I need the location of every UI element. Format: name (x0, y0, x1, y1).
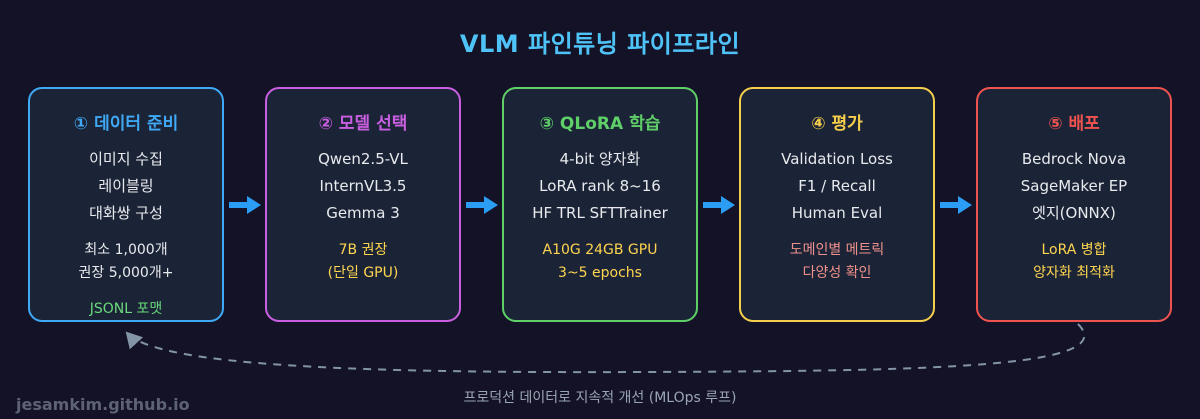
stage-main-items: Bedrock Nova SageMaker EP 엣지(ONNX) (978, 146, 1170, 227)
stage-notes: LoRA 병합 양자화 최적화 (978, 239, 1170, 285)
stage-title: ⑤ 배포 (1048, 114, 1100, 134)
stage-note: 권장 5,000개+ (78, 265, 174, 281)
stage-item: Bedrock Nova (1021, 150, 1127, 168)
watermark-text: jesamkim.github.io (16, 395, 190, 414)
stage-notes: 최소 1,000개 권장 5,000개+ (30, 239, 222, 285)
stage-main-items: 이미지 수집 레이블링 대화쌍 구성 (30, 146, 222, 227)
stage-main-items: 4-bit 양자화 LoRA rank 8~16 HF TRL SFTTrain… (504, 146, 696, 227)
stage-item: 대화쌍 구성 (89, 204, 163, 222)
stage-title: ② 모델 선택 (318, 114, 408, 134)
stage-qlora-training: ③ QLoRA 학습 4-bit 양자화 LoRA rank 8~16 HF T… (502, 87, 698, 322)
diagram-title: VLM 파인튜닝 파이프라인 (459, 30, 741, 58)
stage-note: 7B 권장 (338, 242, 388, 258)
stage-model-select: ② 모델 선택 Qwen2.5-VL InternVL3.5 Gemma 3 7… (265, 87, 461, 322)
stage-note: 도메인별 메트릭 (789, 242, 885, 258)
flow-arrow-icon (465, 195, 498, 214)
flow-arrow-icon (939, 195, 972, 214)
stage-tag: JSONL 포맷 (89, 301, 163, 317)
stage-note: 3~5 epochs (558, 265, 642, 281)
stage-main-items: Validation Loss F1 / Recall Human Eval (741, 146, 933, 227)
stage-title: ① 데이터 준비 (73, 114, 179, 134)
stage-item: InternVL3.5 (319, 177, 407, 195)
stage-item: SageMaker EP (1020, 177, 1128, 195)
stage-item: 4-bit 양자화 (559, 150, 641, 168)
stage-notes: 7B 권장 (단일 GPU) (267, 239, 459, 285)
stage-note: 최소 1,000개 (84, 242, 168, 258)
stage-note: 양자화 최적화 (1033, 265, 1115, 281)
stage-item: 이미지 수집 (89, 150, 163, 168)
stage-note: (단일 GPU) (327, 265, 399, 281)
stage-item: Gemma 3 (326, 204, 400, 222)
stage-item: Qwen2.5-VL (318, 150, 408, 168)
stage-item: F1 / Recall (798, 177, 876, 195)
stage-notes: 도메인별 메트릭 다양성 확인 (741, 239, 933, 285)
stage-note: 다양성 확인 (802, 265, 872, 281)
stage-title: ③ QLoRA 학습 (539, 114, 661, 134)
stage-data-prep: ① 데이터 준비 이미지 수집 레이블링 대화쌍 구성 최소 1,000개 권장… (28, 87, 224, 322)
stage-note: A10G 24GB GPU (542, 242, 658, 258)
flow-arrow-icon (228, 195, 261, 214)
stage-tags: JSONL 포맷 (30, 298, 222, 320)
stage-note: LoRA 병합 (1041, 242, 1107, 258)
stage-item: LoRA rank 8~16 (539, 177, 661, 195)
stage-item: HF TRL SFTTrainer (532, 204, 668, 222)
stage-item: 레이블링 (98, 177, 154, 195)
stage-main-items: Qwen2.5-VL InternVL3.5 Gemma 3 (267, 146, 459, 227)
stage-title: ④ 평가 (811, 114, 863, 134)
pipeline-row: ① 데이터 준비 이미지 수집 레이블링 대화쌍 구성 최소 1,000개 권장… (0, 87, 1200, 322)
stage-notes: A10G 24GB GPU 3~5 epochs (504, 239, 696, 285)
stage-item: 엣지(ONNX) (1032, 204, 1116, 222)
stage-item: Human Eval (791, 204, 883, 222)
stage-deployment: ⑤ 배포 Bedrock Nova SageMaker EP 엣지(ONNX) … (976, 87, 1172, 322)
stage-item: Validation Loss (781, 150, 893, 168)
stage-evaluation: ④ 평가 Validation Loss F1 / Recall Human E… (739, 87, 935, 322)
flow-arrow-icon (702, 195, 735, 214)
mlops-loop-label: 프로덕션 데이터로 지속적 개선 (MLOps 루프) (463, 390, 737, 406)
